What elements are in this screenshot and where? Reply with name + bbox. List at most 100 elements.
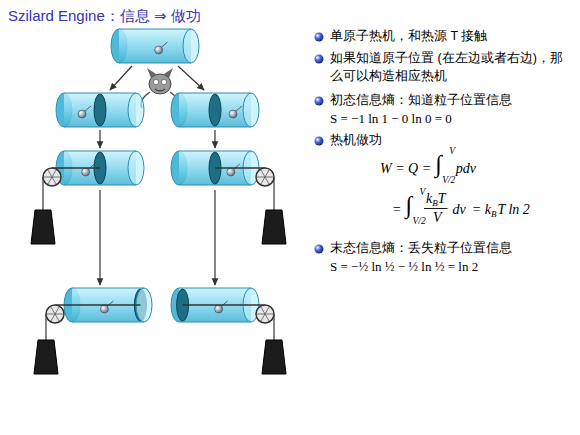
pulley-spoke — [55, 314, 59, 321]
cylinder-edge — [64, 151, 136, 152]
bullet-text: 初态信息熵：知道粒子位置信息 — [330, 92, 512, 110]
pulley-spoke — [55, 314, 63, 315]
formula-part: B — [432, 199, 438, 208]
cylinder-edge — [179, 185, 251, 186]
weight — [262, 210, 286, 244]
pulley-spoke — [48, 170, 52, 177]
rod — [52, 167, 100, 168]
left-pulley-weight — [31, 168, 100, 244]
cylinder-edge — [179, 322, 251, 323]
initial-cylinder — [111, 29, 199, 63]
left-cylinder-partition — [56, 93, 144, 127]
pulley-spoke — [265, 314, 269, 321]
cylinder-edge — [119, 29, 191, 30]
bullet-text: 末态信息熵：丢失粒子位置信息 — [330, 240, 512, 258]
bullet-text: S = −½ ln ½ − ½ ln ½ = ln 2 — [330, 259, 478, 275]
formula-part: V — [449, 147, 455, 157]
step-arrow — [214, 130, 215, 148]
formula-part: W = Q = — [380, 162, 431, 176]
pulley-spoke — [265, 177, 269, 184]
cylinder-edge — [179, 127, 251, 128]
pulley-spoke — [265, 170, 269, 177]
pulley — [46, 305, 64, 323]
cylinder-edge — [72, 322, 144, 323]
formula-part: pdv — [456, 162, 476, 176]
cylinder-edge — [179, 151, 251, 152]
piston — [209, 94, 221, 126]
pulley — [43, 168, 61, 186]
pulley-spoke — [261, 307, 265, 314]
cylinder-edge — [179, 93, 251, 94]
pulley-spoke — [257, 177, 265, 178]
formula-part: B — [491, 210, 497, 219]
atom — [215, 305, 223, 313]
cylinder-end — [128, 93, 144, 127]
pulley — [256, 168, 274, 186]
step-arrow — [99, 190, 100, 285]
bullet-ball — [315, 97, 324, 106]
atom — [155, 46, 163, 54]
atom — [78, 110, 86, 118]
weight — [31, 210, 55, 244]
pulley — [256, 305, 274, 323]
pulley-spoke — [52, 177, 60, 178]
demon-eye — [153, 79, 158, 84]
cylinder-body — [119, 29, 191, 63]
cylinder-edge — [64, 93, 136, 94]
left-pulley-weight-lowered — [34, 305, 140, 374]
cylinder-edge — [64, 185, 136, 186]
step-arrow — [110, 66, 132, 90]
string — [42, 177, 43, 210]
pulley-spoke — [52, 177, 56, 184]
atom — [227, 168, 235, 176]
formula-part: = k — [472, 203, 491, 217]
cylinder-edge — [119, 63, 191, 64]
cylinder-body — [64, 93, 136, 127]
bullet-text: 热机做功 — [330, 132, 382, 150]
formula-part: V/2 — [442, 176, 455, 186]
bullet-text: S = −1 ln 1 − 0 ln 0 = 0 — [330, 111, 452, 127]
formula-part: V/2 — [412, 217, 425, 227]
step-arrow — [178, 66, 204, 90]
cylinder-body — [179, 93, 251, 127]
right-pulley-weight — [215, 168, 286, 244]
pulley-spoke — [261, 170, 265, 177]
pulley-spoke — [261, 177, 265, 184]
formula-part: k — [426, 192, 432, 206]
formula-part: dv — [453, 203, 466, 217]
rod — [215, 167, 265, 168]
bullet-ball — [315, 245, 324, 254]
formula-part: = — [392, 203, 401, 217]
rod — [183, 304, 265, 305]
piston — [94, 94, 106, 126]
right-cylinder-partition — [171, 93, 259, 127]
bullet-ball — [315, 55, 324, 64]
formula-part: T — [438, 192, 446, 206]
cylinder-edge — [179, 288, 251, 289]
cylinder-edge — [64, 127, 136, 128]
atom — [82, 168, 90, 176]
pulley-spoke — [51, 314, 55, 321]
bullet-text: 如果知道原子位置 (在左边或者右边)，那么可以构造相应热机 — [330, 50, 570, 85]
cylinder-edge — [72, 288, 144, 289]
pulley-spoke — [257, 314, 265, 315]
atom-trail — [85, 106, 91, 111]
atom-trail — [236, 106, 242, 111]
formula-part: ∫ — [405, 193, 412, 217]
formula-part: V — [433, 211, 442, 225]
formula-part: V — [419, 188, 425, 198]
pulley-spoke — [261, 314, 265, 321]
string — [273, 177, 274, 210]
bullet-ball — [315, 137, 324, 146]
pulley-spoke — [47, 314, 55, 315]
pulley-spoke — [48, 177, 52, 184]
slide-title: Szilard Engine：信息 ⇒ 做功 — [8, 7, 201, 26]
demon-head — [149, 74, 171, 94]
bullet-ball — [315, 33, 324, 42]
fraction-bar — [424, 208, 448, 209]
cylinder-end — [128, 151, 144, 185]
cylinder-end — [183, 29, 199, 63]
rod — [55, 304, 140, 305]
atom — [100, 305, 108, 313]
weight — [262, 340, 286, 374]
